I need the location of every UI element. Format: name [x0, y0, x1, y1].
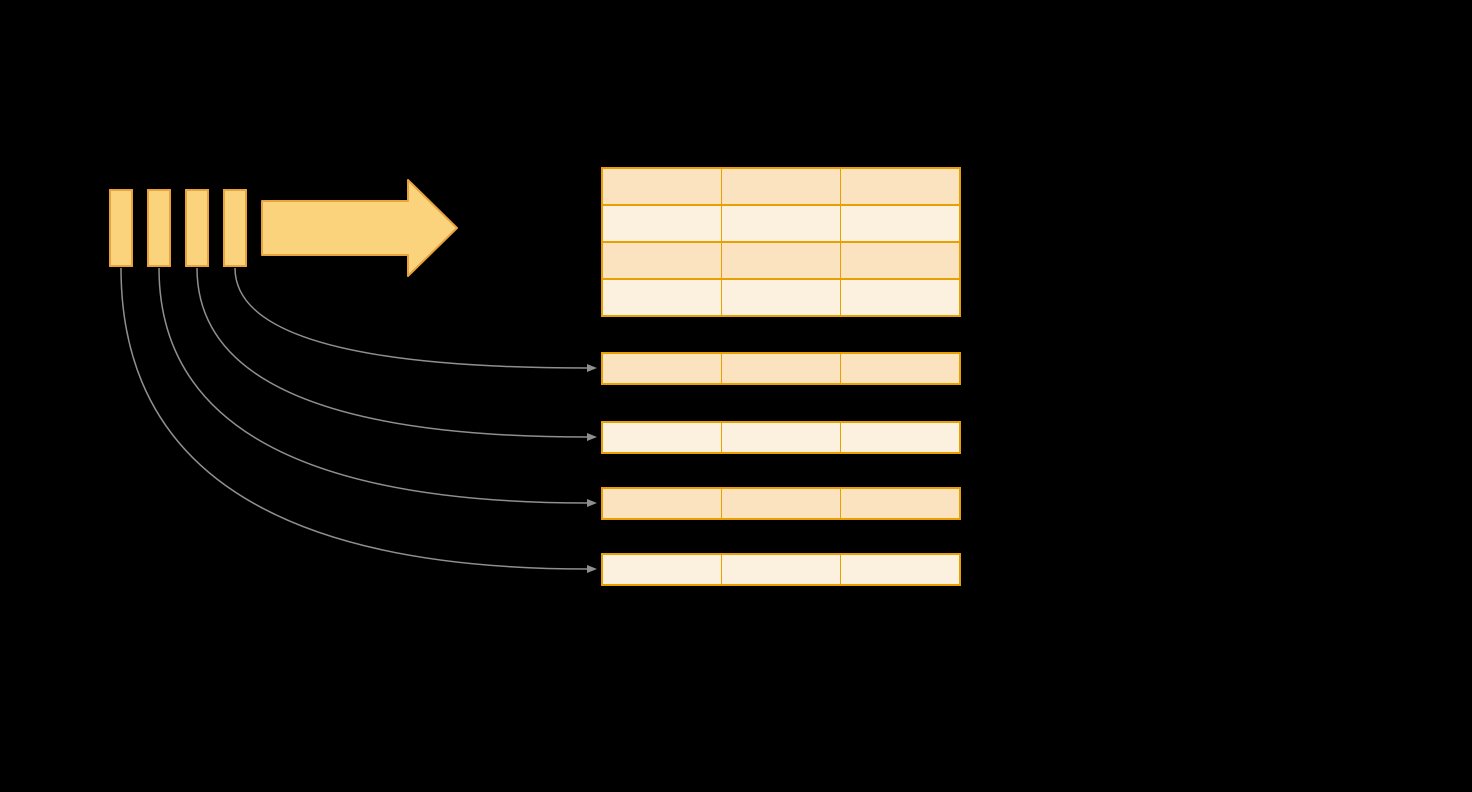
- table-cell: [722, 354, 840, 383]
- table-cell: [603, 279, 721, 315]
- connector-bar1-to-partition4: [120, 267, 597, 573]
- table-cell: [841, 205, 959, 242]
- table-cell: [603, 489, 721, 518]
- table-cell: [841, 555, 959, 584]
- main-table: [601, 167, 961, 317]
- queue-bar-3: [185, 189, 209, 267]
- table-cell: [722, 423, 840, 452]
- partition-table-4: [601, 553, 961, 586]
- table-cell: [603, 205, 721, 242]
- table-cell: [603, 555, 721, 584]
- table-cell: [722, 169, 840, 205]
- table-cell: [722, 205, 840, 242]
- partition-table-1: [601, 352, 961, 385]
- table-cell: [722, 555, 840, 584]
- table-cell: [841, 279, 959, 315]
- partition-table-2: [601, 421, 961, 454]
- table-cell: [603, 423, 721, 452]
- queue-bar-4: [223, 189, 247, 267]
- table-cell: [841, 489, 959, 518]
- table-cell: [841, 423, 959, 452]
- partition-table-3: [601, 487, 961, 520]
- flow-right-arrow-icon: [261, 179, 458, 277]
- queue-bar-2: [147, 189, 171, 267]
- table-cell: [603, 242, 721, 279]
- table-cell: [841, 169, 959, 205]
- table-cell: [603, 169, 721, 205]
- table-cell: [841, 354, 959, 383]
- queue-bar-1: [109, 189, 133, 267]
- table-cell: [841, 242, 959, 279]
- connector-bar2-to-partition3: [158, 267, 597, 507]
- connector-bar3-to-partition2: [196, 267, 597, 441]
- table-cell: [722, 489, 840, 518]
- table-cell: [722, 242, 840, 279]
- table-cell: [603, 354, 721, 383]
- table-cell: [722, 279, 840, 315]
- connector-bar4-to-partition1: [234, 267, 597, 372]
